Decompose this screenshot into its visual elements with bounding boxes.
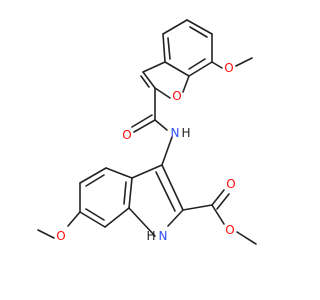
bond <box>128 207 156 237</box>
bond <box>155 171 176 212</box>
bond <box>161 164 184 211</box>
bond <box>85 208 105 221</box>
atom-nitrogen-amide: N <box>171 126 180 140</box>
bond <box>216 193 230 210</box>
bond <box>189 26 208 38</box>
bond <box>131 164 163 179</box>
bond <box>104 207 130 228</box>
bond <box>167 209 184 227</box>
bond <box>186 19 213 35</box>
atom-oxygen-furan: O <box>172 89 181 103</box>
bond <box>211 189 225 206</box>
bond <box>154 119 168 131</box>
bond <box>211 204 225 225</box>
bond <box>167 37 171 60</box>
bond <box>235 57 253 67</box>
bond <box>211 61 223 69</box>
bond <box>154 87 171 99</box>
atom-oxygen-ester-carbonyl: O <box>226 177 235 191</box>
bond <box>162 33 166 63</box>
bond <box>128 177 133 209</box>
bond <box>37 229 55 239</box>
bond <box>236 231 257 245</box>
bond <box>67 211 81 227</box>
atom-nitrogen-indole: N <box>159 229 168 243</box>
bond <box>161 136 173 166</box>
bond <box>123 181 127 205</box>
atom-oxygen-amide: O <box>122 128 131 142</box>
bond <box>188 58 206 70</box>
bond <box>142 61 166 73</box>
bond <box>162 19 188 35</box>
bond <box>131 114 153 128</box>
bond <box>105 167 133 179</box>
bond <box>188 61 213 77</box>
bond <box>140 75 150 88</box>
atom-hydrogen-indole: H <box>146 229 155 243</box>
atom-hydrogen-amide: H <box>181 126 190 140</box>
bond <box>182 204 213 211</box>
molecule-structure: O O O N H O O O N H <box>37 19 257 245</box>
atom-oxygen-methoxy-bottom: O <box>56 229 65 243</box>
bond <box>85 174 105 187</box>
atom-oxygen-ester-alkoxy: O <box>225 223 234 237</box>
bond <box>79 211 106 228</box>
bond <box>79 167 107 184</box>
molecule-canvas: O O O N H O O O N H <box>37 19 257 245</box>
bond <box>142 71 156 89</box>
bond <box>182 75 190 93</box>
bond <box>164 61 190 77</box>
atom-oxygen-methoxy-top: O <box>224 61 233 75</box>
bond <box>133 119 156 133</box>
